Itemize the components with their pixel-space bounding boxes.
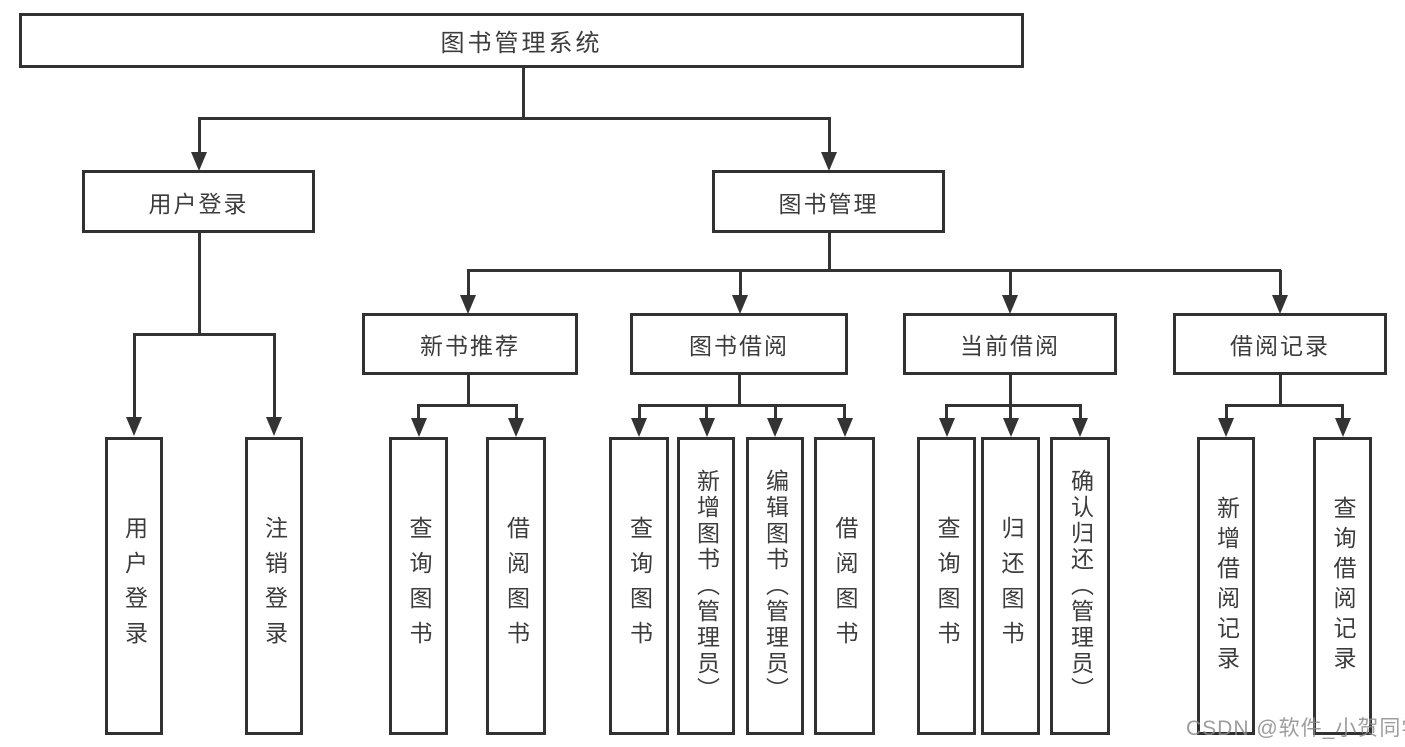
- arrow-down-icon: [508, 418, 524, 437]
- connector-line: [945, 404, 1082, 407]
- leaf-borrow-book-label: 借阅图书: [832, 516, 858, 656]
- connector-line: [1278, 375, 1282, 407]
- leaf-user-login: 用户登录: [105, 437, 163, 735]
- leaf-edit-book-admin-label: 编辑图书（管理员）: [762, 469, 789, 703]
- leaf-confirm-return-admin-label: 确认归还（管理员）: [1067, 469, 1094, 703]
- connector-line: [738, 270, 742, 297]
- arrow-down-icon: [938, 418, 955, 437]
- connector-line: [637, 405, 641, 420]
- leaf-borrow-book-label: 借阅图书: [503, 516, 530, 656]
- arrow-down-icon: [1218, 418, 1234, 437]
- arrow-down-icon: [410, 418, 427, 437]
- arrow-down-icon: [631, 418, 647, 437]
- leaf-query-book-under-current: 查询图书: [917, 437, 976, 735]
- leaf-query-borrow-record: 查询借阅记录: [1313, 437, 1372, 735]
- leaf-query-book-label: 查询图书: [626, 516, 653, 656]
- connector-line: [417, 405, 420, 420]
- node-current-borrow: 当前借阅: [903, 313, 1117, 375]
- connector-line: [1341, 405, 1344, 420]
- node-borrow-record-label: 借阅记录: [1230, 333, 1330, 359]
- leaf-return-book-label: 归还图书: [998, 516, 1024, 656]
- leaf-confirm-return-admin: 确认归还（管理员）: [1050, 437, 1110, 735]
- leaf-return-book: 归还图书: [981, 437, 1040, 735]
- leaf-logout-label: 注销登录: [261, 516, 288, 656]
- connector-line: [1278, 270, 1282, 297]
- connector-line: [827, 118, 831, 154]
- connector-line: [705, 405, 708, 420]
- arrow-down-icon: [191, 152, 207, 171]
- arrow-down-icon: [767, 418, 783, 437]
- node-user-login: 用户登录: [82, 170, 315, 233]
- node-book-management-label: 图书管理: [778, 190, 879, 217]
- leaf-query-book-under-recommend: 查询图书: [389, 437, 448, 735]
- connector-line: [514, 405, 518, 420]
- arrow-down-icon: [836, 418, 853, 437]
- leaf-logout: 注销登录: [245, 437, 303, 735]
- connector-line: [417, 404, 518, 407]
- node-current-borrow-label: 当前借阅: [960, 333, 1060, 359]
- node-new-book-recommend-label: 新书推荐: [420, 333, 520, 359]
- arrow-down-icon: [266, 417, 282, 436]
- leaf-query-book-label: 查询图书: [406, 516, 432, 656]
- arrow-down-icon: [1272, 295, 1288, 314]
- connector-line: [1009, 405, 1012, 420]
- leaf-borrow-book-under-borrow: 借阅图书: [814, 437, 875, 735]
- arrow-down-icon: [1334, 418, 1351, 437]
- leaf-add-book-admin: 新增图书（管理员）: [677, 437, 735, 735]
- connector-line: [197, 117, 831, 120]
- connector-line: [1224, 404, 1344, 407]
- node-user-login-label: 用户登录: [148, 190, 249, 217]
- node-book-borrow: 图书借阅: [630, 313, 848, 375]
- arrow-down-icon: [732, 295, 748, 314]
- connector-line: [1008, 375, 1012, 407]
- connector-line: [773, 405, 777, 420]
- arrow-down-icon: [821, 152, 837, 171]
- connector-line: [637, 404, 846, 407]
- connector-line: [827, 233, 831, 272]
- leaf-query-book-label: 查询图书: [934, 516, 960, 656]
- connector-line: [1224, 405, 1228, 420]
- connector-line: [1008, 270, 1012, 297]
- arrow-down-icon: [1002, 418, 1019, 437]
- node-new-book-recommend: 新书推荐: [362, 313, 578, 375]
- leaf-user-login-label: 用户登录: [121, 516, 148, 656]
- node-root: 图书管理系统: [19, 13, 1024, 68]
- arrow-down-icon: [698, 418, 715, 437]
- leaf-add-book-admin-label: 新增图书（管理员）: [693, 469, 720, 703]
- connector-line: [466, 270, 470, 297]
- connector-line: [466, 269, 1281, 272]
- leaf-add-borrow-record-label: 新增借阅记录: [1213, 496, 1240, 676]
- node-root-label: 图书管理系统: [440, 30, 603, 57]
- csdn-watermark: CSDN @软件_小贺同学: [1186, 717, 1405, 740]
- connector-line: [945, 405, 948, 420]
- node-book-management: 图书管理: [712, 170, 945, 233]
- connector-line: [1078, 405, 1082, 420]
- connector-line: [197, 233, 201, 336]
- connector-line: [737, 375, 741, 407]
- arrow-down-icon: [460, 295, 476, 314]
- connector-line: [521, 66, 525, 119]
- leaf-edit-book-admin: 编辑图书（管理员）: [746, 437, 804, 735]
- connector-line: [132, 333, 276, 336]
- connector-line: [466, 375, 470, 407]
- leaf-query-book-under-borrow: 查询图书: [609, 437, 669, 735]
- connector-line: [197, 118, 201, 154]
- connector-line: [132, 334, 136, 419]
- connector-line: [843, 405, 846, 420]
- node-borrow-record: 借阅记录: [1173, 313, 1387, 375]
- arrow-down-icon: [1072, 418, 1088, 437]
- leaf-query-borrow-record-label: 查询借阅记录: [1330, 496, 1356, 676]
- arrow-down-icon: [126, 417, 142, 436]
- leaf-add-borrow-record: 新增借阅记录: [1197, 437, 1255, 735]
- arrow-down-icon: [1002, 295, 1018, 314]
- node-book-borrow-label: 图书借阅: [689, 333, 789, 359]
- leaf-borrow-book-under-recommend: 借阅图书: [486, 437, 546, 735]
- connector-line: [272, 334, 276, 419]
